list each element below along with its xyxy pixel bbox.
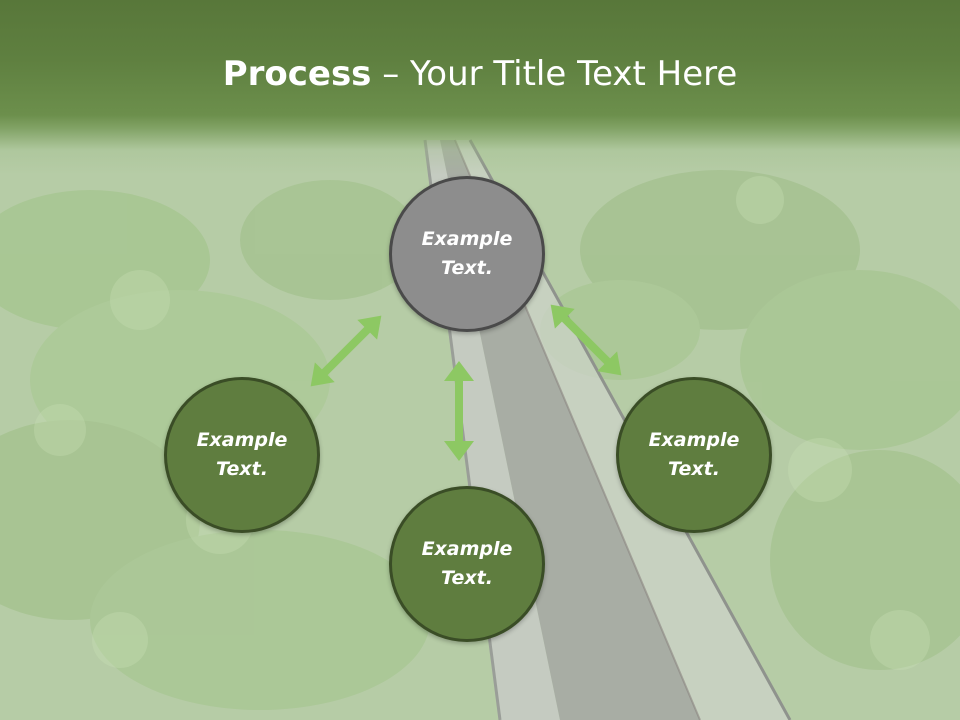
process-node-right-label: Example Text. bbox=[648, 429, 740, 480]
process-node-left-label: Example Text. bbox=[196, 429, 288, 480]
process-node-bottom[interactable]: Example Text. bbox=[389, 486, 545, 642]
title-band bbox=[0, 0, 960, 175]
process-node-top-label: Example Text. bbox=[421, 228, 513, 279]
process-node-right[interactable]: Example Text. bbox=[616, 377, 772, 533]
process-node-bottom-label: Example Text. bbox=[421, 538, 513, 589]
arrow-top-right-icon bbox=[550, 304, 622, 376]
title-rest-part: – Your Title Text Here bbox=[371, 54, 738, 94]
arrow-top-left-icon bbox=[310, 315, 382, 387]
slide-title: Process – Your Title Text Here bbox=[0, 52, 960, 96]
title-bold-part: Process bbox=[222, 54, 372, 94]
process-node-top[interactable]: Example Text. bbox=[389, 176, 545, 332]
arrow-vertical-icon bbox=[444, 361, 474, 461]
process-node-left[interactable]: Example Text. bbox=[164, 377, 320, 533]
